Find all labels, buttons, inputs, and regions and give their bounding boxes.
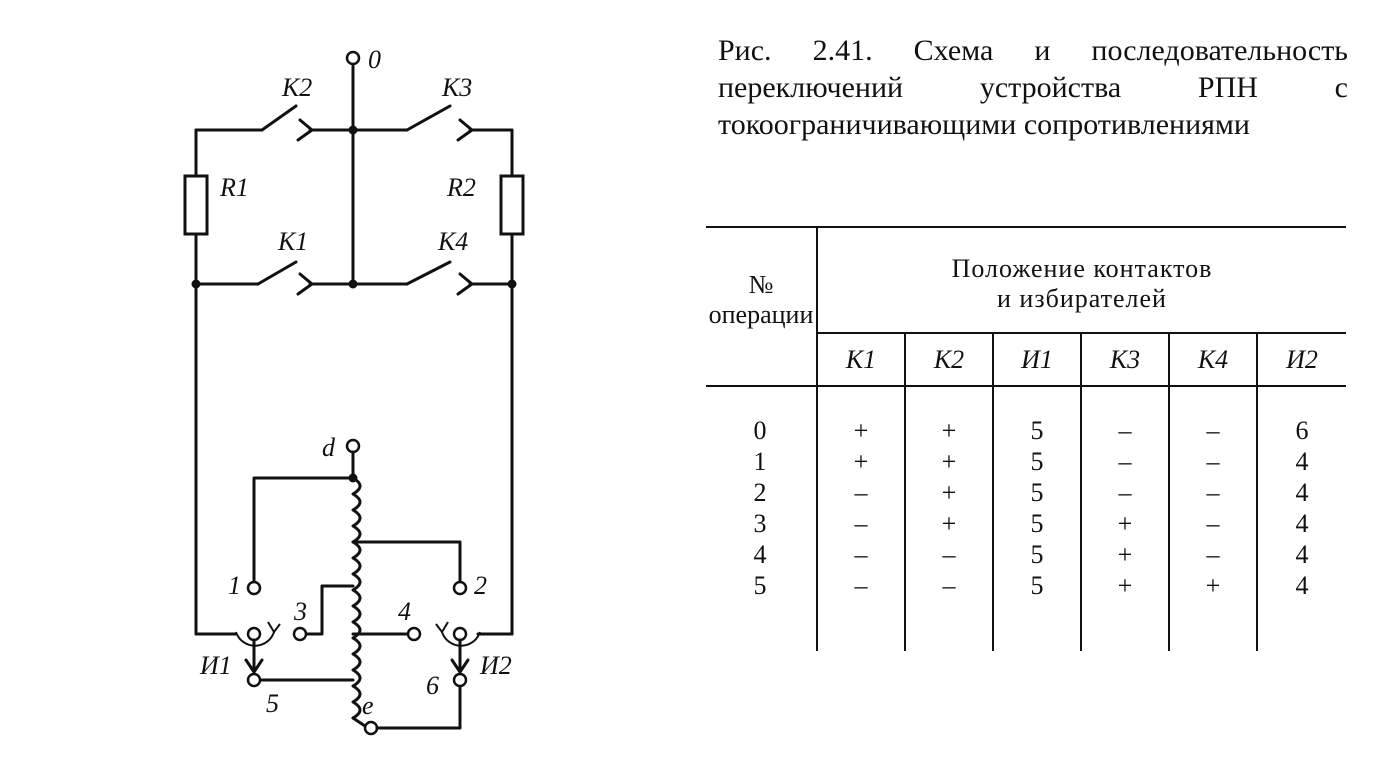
table-cell: + xyxy=(1117,540,1133,569)
label-r2: R2 xyxy=(446,173,476,202)
switch-k2-blade xyxy=(260,104,298,132)
figure-caption: Рис. 2.41. Схема и последовательность пе… xyxy=(718,34,1348,141)
terminal-0: 0 xyxy=(345,45,381,286)
table-cell: 4 xyxy=(1295,478,1309,507)
table-cell: – xyxy=(1206,447,1220,476)
svg-text:6: 6 xyxy=(426,671,439,700)
table-cell: 6 xyxy=(1295,416,1309,445)
table-row-number: 1 xyxy=(753,447,767,476)
table-cell: 4 xyxy=(1295,540,1309,569)
group-header-line1: Положение контактов xyxy=(951,254,1213,283)
tap-4 xyxy=(406,626,422,642)
col-k1: К1 xyxy=(845,345,877,374)
table-cell: 5 xyxy=(1030,416,1044,445)
row-header: № операции xyxy=(708,270,814,329)
table-cell: + xyxy=(941,416,957,445)
table-cell: + xyxy=(1117,509,1133,538)
table-cell: + xyxy=(853,447,869,476)
table-cell: 5 xyxy=(1030,540,1044,569)
resistor-r2: R2 xyxy=(446,128,525,286)
upper-bus: К2 К3 xyxy=(194,73,514,142)
table-cell: – xyxy=(942,540,956,569)
svg-text:1: 1 xyxy=(228,571,241,600)
resistor-r1: R1 xyxy=(183,128,249,286)
table-row-number: 5 xyxy=(753,571,767,600)
table-cell: – xyxy=(1118,478,1132,507)
label-k2: К2 xyxy=(281,73,312,102)
switch-k1-blade xyxy=(256,260,298,286)
table-row-number: 4 xyxy=(753,540,767,569)
svg-text:5: 5 xyxy=(266,689,279,718)
table-cell: + xyxy=(853,416,869,445)
table-cell: – xyxy=(854,540,868,569)
table-row-number: 3 xyxy=(753,509,767,538)
selector-i1: И1 xyxy=(199,621,281,680)
table-cell: + xyxy=(1205,571,1221,600)
table-cell: – xyxy=(854,571,868,600)
col-k2: К2 xyxy=(933,345,965,374)
label-k4: К4 xyxy=(437,227,468,256)
label-k1: К1 xyxy=(277,227,308,256)
selector-i2: И2 xyxy=(435,621,512,680)
svg-text:И1: И1 xyxy=(199,651,232,680)
rpn-schematic: 0 К2 К3 R1 R2 xyxy=(183,45,525,736)
table-cell: 5 xyxy=(1030,478,1044,507)
table-cell: – xyxy=(1206,478,1220,507)
label-k3: К3 xyxy=(441,73,472,102)
tap-3 xyxy=(292,626,308,642)
table-cell: 5 xyxy=(1030,571,1044,600)
table-cell: – xyxy=(942,571,956,600)
svg-text:2: 2 xyxy=(474,571,487,600)
label-d: d xyxy=(322,433,336,462)
svg-text:И2: И2 xyxy=(479,651,512,680)
table-cell: 4 xyxy=(1295,571,1309,600)
table-cell: 4 xyxy=(1295,509,1309,538)
col-k4: К4 xyxy=(1197,345,1229,374)
table-cell: + xyxy=(941,478,957,507)
tap-6 xyxy=(452,672,468,688)
table-cell: – xyxy=(854,478,868,507)
table-cell: – xyxy=(1206,540,1220,569)
tap-5 xyxy=(246,672,262,688)
col-k3: К3 xyxy=(1109,345,1141,374)
tap-leads: 1 2 3 4 5 6 xyxy=(228,476,487,730)
table-cell: 5 xyxy=(1030,509,1044,538)
switch-k4-blade xyxy=(405,260,452,286)
table-cell: + xyxy=(941,509,957,538)
svg-text:3: 3 xyxy=(293,597,307,626)
table-cell: 4 xyxy=(1295,447,1309,476)
table-cell: + xyxy=(941,447,957,476)
table-cell: – xyxy=(854,509,868,538)
table-cell: – xyxy=(1206,509,1220,538)
switch-k3-blade xyxy=(405,104,452,132)
table-cell: – xyxy=(1206,416,1220,445)
lower-bus: К1 К4 xyxy=(191,227,517,296)
tap-1 xyxy=(246,580,262,596)
tap-winding: d e xyxy=(322,433,379,736)
tap-2 xyxy=(452,580,468,596)
table-cell: – xyxy=(1118,416,1132,445)
table-cell: 5 xyxy=(1030,447,1044,476)
table-cell: – xyxy=(1118,447,1132,476)
col-i2: И2 xyxy=(1286,345,1318,374)
table-row-number: 0 xyxy=(753,416,767,445)
label-0: 0 xyxy=(368,45,381,74)
group-header-line2: и избирателей xyxy=(997,284,1167,313)
col-i1: И1 xyxy=(1021,345,1053,374)
label-r1: R1 xyxy=(219,173,249,202)
label-e: e xyxy=(362,691,374,720)
svg-text:4: 4 xyxy=(398,597,411,626)
table-row-number: 2 xyxy=(753,478,767,507)
table-cell: + xyxy=(1117,571,1133,600)
